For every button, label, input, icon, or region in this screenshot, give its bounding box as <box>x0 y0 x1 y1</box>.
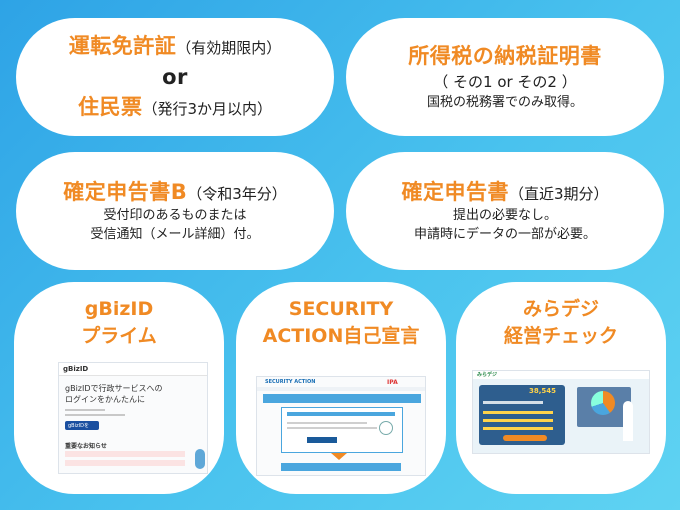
gbizid-title: gBizID プライム <box>14 296 224 349</box>
miradeji-screenshot-logo: みらデジ <box>477 372 498 378</box>
tax-certificate-title: 所得税の納税証明書 <box>408 44 602 69</box>
gbizid-screenshot-notice-row <box>65 460 185 466</box>
gbizid-screenshot-button <box>65 421 99 430</box>
security-action-title-line-2: ACTION自己宣言 <box>262 324 420 347</box>
security-action-title-line-1: SECURITY <box>288 298 394 320</box>
tax-return-b-title: 確定申告書B <box>63 179 188 204</box>
miradeji-title-line-1: みらデジ <box>522 298 599 320</box>
requirement-card-tax-return: 確定申告書（直近3期分） 提出の必要なし。 申請時にデータの一部が必要。 <box>346 152 664 270</box>
security-action-title: SECURITY ACTION自己宣言 <box>236 296 446 349</box>
gbizid-screenshot-text-line <box>65 409 105 411</box>
gbizid-screenshot-section: 重要なお知らせ <box>65 443 107 450</box>
gbizid-screenshot-heading-1: gBizIDで行政サービスへの <box>65 384 163 393</box>
miradeji-title-line-2: 経営チェック <box>503 324 618 347</box>
tax-return-heading: 確定申告書（直近3期分） <box>401 177 608 207</box>
miradeji-title: みらデジ 経営チェック <box>456 296 666 349</box>
tax-certificate-subtitle: （ その1 or その2 ） <box>433 72 577 91</box>
security-action-screenshot-footer-banner <box>281 463 401 471</box>
gbizid-screenshot: gBizID gBizIDで行政サービスへの ログインをかんたんに gBizID… <box>58 362 208 474</box>
gbizid-screenshot-notice-row <box>65 451 185 457</box>
gbizid-screenshot-header <box>59 363 207 376</box>
down-arrow-icon <box>331 453 347 460</box>
gbizid-screenshot-text-line <box>65 414 125 416</box>
security-action-screenshot-nav <box>257 387 425 391</box>
security-action-screenshot-logo: SECURITY ACTION <box>265 379 316 385</box>
tax-return-b-year: （令和3年分） <box>187 184 287 203</box>
miradeji-screenshot: みらデジ 38,545 <box>472 370 650 454</box>
tax-return-b-line-1: 受付印のあるものまたは <box>103 208 247 224</box>
miradeji-screenshot-text-line <box>483 401 543 404</box>
gbizid-screenshot-side-badge <box>195 449 205 469</box>
miradeji-screenshot-header <box>473 371 649 379</box>
miradeji-screenshot-button <box>503 435 547 441</box>
ipa-logo: IPA <box>387 379 398 386</box>
miradeji-screenshot-text-line <box>483 419 553 422</box>
tax-return-line-1: 提出の必要なし。 <box>452 208 557 224</box>
requirement-card-tax-return-b: 確定申告書B（令和3年分） 受付印のあるものまたは 受信通知（メール詳細）付。 <box>16 152 334 270</box>
tax-return-b-heading: 確定申告書B（令和3年分） <box>63 177 287 207</box>
security-action-tile[interactable]: SECURITY ACTION自己宣言 SECURITY ACTION IPA <box>236 282 446 494</box>
miradeji-screenshot-text-line <box>483 427 553 430</box>
resident-note: （発行3か月以内） <box>142 100 273 119</box>
or-label: or <box>162 64 188 89</box>
tax-return-line-2: 申請時にデータの一部が必要。 <box>413 227 596 243</box>
security-action-screenshot-banner <box>263 394 421 403</box>
doctor-figure-icon <box>623 401 633 441</box>
miradeji-screenshot-text-line <box>483 411 553 414</box>
security-action-screenshot-seal <box>379 421 393 435</box>
pie-chart-icon <box>591 391 615 415</box>
tax-return-title: 確定申告書 <box>401 179 509 204</box>
tax-return-b-line-2: 受信通知（メール詳細）付。 <box>90 227 260 243</box>
miradeji-tile[interactable]: みらデジ 経営チェック みらデジ 38,545 <box>456 282 666 494</box>
security-action-screenshot: SECURITY ACTION IPA <box>256 376 426 476</box>
security-action-screenshot-button <box>307 437 337 443</box>
tax-return-period: （直近3期分） <box>508 184 609 203</box>
gbizid-title-line-2: プライム <box>81 324 157 347</box>
requirement-card-identity: 運転免許証（有効期限内） or 住民票（発行3か月以内） <box>16 18 334 136</box>
license-label: 運転免許証 <box>68 34 177 59</box>
miradeji-screenshot-stat: 38,545 <box>529 387 557 395</box>
security-action-screenshot-text-line <box>287 427 377 429</box>
gbizid-screenshot-button-label: gBizIDを <box>68 423 89 429</box>
license-note: （有効期限内） <box>176 39 282 58</box>
tax-certificate-note: 国税の税務署でのみ取得。 <box>426 94 583 110</box>
resident-line: 住民票（発行3か月以内） <box>78 92 272 122</box>
gbizid-title-line-1: gBizID <box>84 298 154 320</box>
gbizid-screenshot-logo: gBizID <box>63 365 89 373</box>
license-line: 運転免許証（有効期限内） <box>69 31 282 61</box>
security-action-screenshot-text-line <box>287 422 367 424</box>
requirement-card-tax-certificate: 所得税の納税証明書 （ その1 or その2 ） 国税の税務署でのみ取得。 <box>346 18 664 136</box>
gbizid-screenshot-heading-2: ログインをかんたんに <box>65 395 145 404</box>
resident-label: 住民票 <box>77 95 143 120</box>
security-action-screenshot-panel-header <box>287 412 395 416</box>
gbizid-tile[interactable]: gBizID プライム gBizID gBizIDで行政サービスへの ログインを… <box>14 282 224 494</box>
